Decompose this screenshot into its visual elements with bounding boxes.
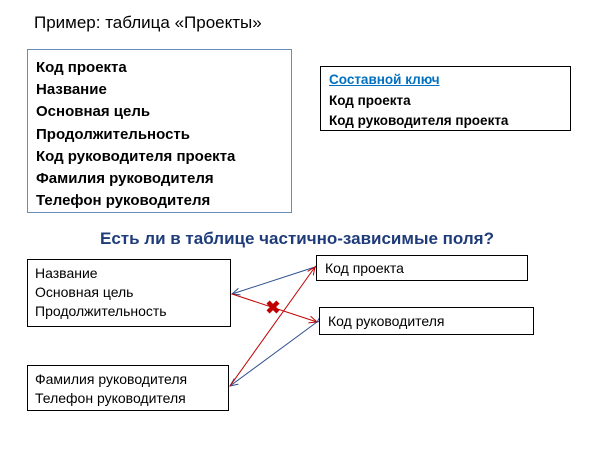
project-code-label: Код проекта [325, 260, 404, 276]
manager-field: Телефон руководителя [35, 390, 186, 406]
composite-key-title: Составной ключ [329, 72, 440, 87]
manager-code-label: Код руководителя [328, 313, 445, 329]
field-item: Код руководителя проекта [36, 147, 236, 165]
key-item: Код руководителя проекта [329, 113, 509, 128]
arrow-surname-to-project-code [229, 267, 315, 387]
manager-code-box: Код руководителя [319, 307, 534, 335]
field-item: Название [36, 81, 107, 99]
dependent-field: Продолжительность [35, 303, 167, 319]
dependent-field: Название [35, 265, 98, 281]
question-heading: Есть ли в таблице частично-зависимые пол… [99, 229, 494, 248]
field-item: Основная цель [36, 103, 151, 121]
field-item: Телефон руководителя [36, 192, 211, 210]
cross-mark-icon [266, 300, 280, 314]
dependent-field: Основная цель [35, 284, 134, 300]
composite-key-box: Составной ключ Код проекта Код руководит… [320, 66, 571, 131]
arrow-project-code-to-name [232, 267, 315, 294]
arrow-manager-code-to-surname [230, 322, 317, 386]
project-code-box: Код проекта [316, 255, 528, 281]
field-item: Продолжительность [36, 125, 190, 143]
key-item: Код проекта [329, 92, 411, 108]
manager-field: Фамилия руководителя [35, 371, 188, 387]
table-fields-box: Код проекта Название Основная цель Продо… [27, 49, 292, 213]
manager-fields-box: Фамилия руководителя Телефон руководител… [27, 365, 229, 411]
slide-title: Пример: таблица «Проекты» [34, 13, 262, 32]
field-item: Код проекта [36, 59, 127, 76]
dependent-fields-box: Название Основная цель Продолжительность [27, 259, 231, 327]
field-item: Фамилия руководителя [36, 170, 214, 188]
